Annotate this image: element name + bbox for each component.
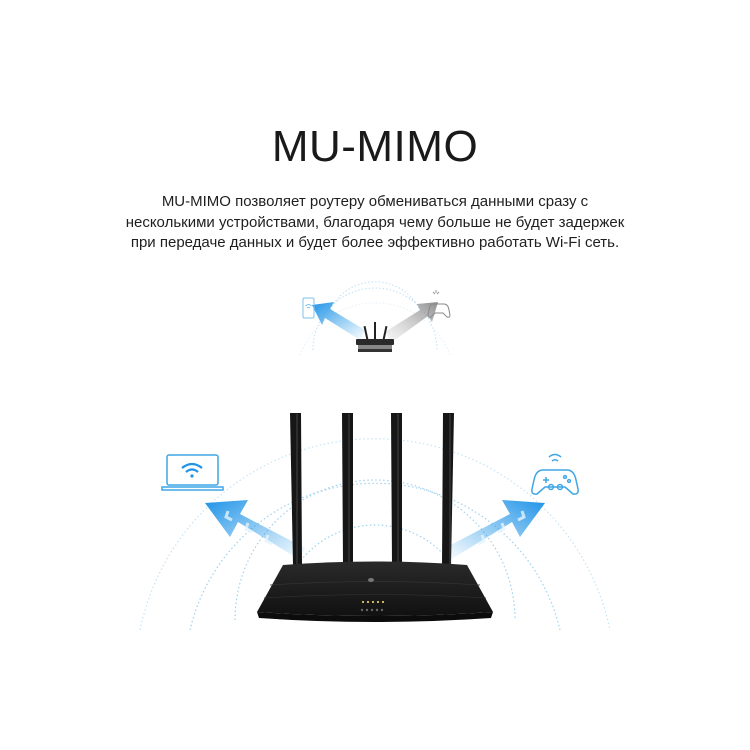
gamepad-icon (427, 290, 451, 318)
router-image (257, 413, 493, 622)
status-leds (362, 601, 384, 603)
small-mu-mimo-diagram (299, 281, 451, 356)
router-icon (356, 322, 394, 352)
router-antennas (290, 413, 454, 565)
description-line: MU-MIMO позволяет роутеру обмениваться д… (161, 193, 589, 210)
blue-arrow (312, 302, 365, 340)
description-line: при передаче данных и будет более эффект… (130, 234, 620, 251)
left-blue-arrow (205, 500, 305, 560)
phone-wifi-icon (302, 297, 315, 319)
grey-arrow (385, 302, 438, 342)
description-line: несколькими устройствами, благодаря чему… (125, 213, 625, 231)
status-icons (360, 608, 384, 612)
gamepad-wifi-icon (531, 453, 579, 495)
page-title: MU-MIMO (271, 122, 479, 171)
right-blue-arrow (445, 500, 545, 560)
brand-logo (368, 578, 374, 582)
laptop-wifi-icon (161, 454, 224, 491)
router-body (257, 561, 493, 616)
feature-description: MU-MIMO позволяет роутеру обмениваться д… (100, 192, 650, 254)
